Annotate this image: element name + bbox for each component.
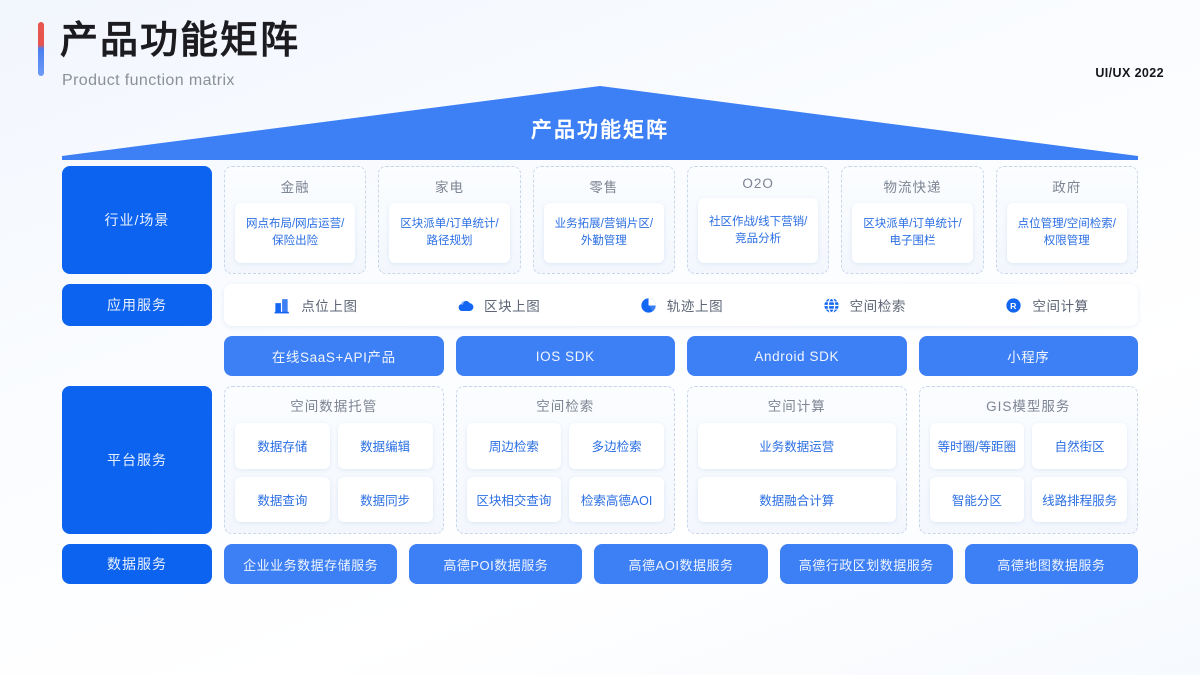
page-title: 产品功能矩阵 <box>60 20 301 62</box>
platform-cell[interactable]: 智能分区 <box>929 476 1025 522</box>
roof-banner-label: 产品功能矩阵 <box>531 119 669 142</box>
industry-card[interactable]: 零售 业务拓展/营销片区/外勤管理 <box>532 166 675 274</box>
sdk-button-ios[interactable]: IOS SDK <box>455 336 675 376</box>
industry-card-detail: 业务拓展/营销片区/外勤管理 <box>543 203 664 263</box>
building-icon <box>274 298 290 313</box>
industry-card-title: 家电 <box>434 180 464 195</box>
industry-card[interactable]: 家电 区块派单/订单统计/路径规划 <box>378 166 521 274</box>
platform-cell[interactable]: 数据同步 <box>337 476 433 522</box>
sidebar-item-platform[interactable]: 平台服务 <box>62 386 212 534</box>
industry-card-title: 金融 <box>280 180 310 195</box>
industry-card[interactable]: 物流快递 区块派单/订单统计/电子围栏 <box>841 166 984 274</box>
platform-group-cells: 周边检索 多边检索 区块相交查询 检索高德AOI <box>466 423 664 522</box>
industry-card-title: 零售 <box>589 180 619 195</box>
data-button-map[interactable]: 高德地图数据服务 <box>964 544 1139 584</box>
industry-card-title: O2O <box>742 176 774 191</box>
application-strip: 点位上图 区块上图 轨迹上图 <box>224 284 1138 326</box>
roof-banner: 产品功能矩阵 <box>62 86 1138 160</box>
application-item-label: 空间检索 <box>849 299 906 314</box>
sidebar-item-data[interactable]: 数据服务 <box>62 544 212 584</box>
platform-groups: 空间数据托管 数据存储 数据编辑 数据查询 数据同步 空间检索 周边检索 多边检… <box>224 386 1138 534</box>
platform-cell[interactable]: 区块相交查询 <box>466 476 562 522</box>
industry-card[interactable]: 金融 网点布局/网店运营/保险出险 <box>224 166 367 274</box>
industry-cards: 金融 网点布局/网店运营/保险出险 家电 区块派单/订单统计/路径规划 零售 业… <box>224 166 1138 274</box>
roof-triangle-shape <box>62 86 1138 160</box>
corner-tag: UI/UX 2022 <box>1095 66 1164 80</box>
sdk-band: 在线SaaS+API产品 IOS SDK Android SDK 小程序 <box>62 336 1138 376</box>
sdk-button-miniprogram[interactable]: 小程序 <box>918 336 1138 376</box>
application-strip-wrap: 点位上图 区块上图 轨迹上图 <box>224 284 1138 326</box>
title-accent-bar <box>38 22 44 76</box>
industry-card[interactable]: O2O 社区作战/线下营销/竞品分析 <box>686 166 830 274</box>
application-item-label: 点位上图 <box>301 299 358 314</box>
svg-text:R: R <box>1011 300 1018 310</box>
industry-card-detail: 区块派单/订单统计/路径规划 <box>389 203 510 263</box>
platform-group-spatial-compute[interactable]: 空间计算 业务数据运营 数据融合计算 <box>687 386 907 534</box>
globe-icon <box>823 297 839 313</box>
platform-group-cells: 数据存储 数据编辑 数据查询 数据同步 <box>235 423 433 522</box>
data-band: 数据服务 企业业务数据存储服务 高德POI数据服务 高德AOI数据服务 高德行政… <box>62 544 1139 584</box>
cloud-icon <box>458 300 474 311</box>
application-item-block-map[interactable]: 区块上图 <box>407 295 590 315</box>
platform-cell[interactable]: 业务数据运营 <box>698 423 896 469</box>
platform-cell[interactable]: 检索高德AOI <box>569 476 664 522</box>
circle-r-icon: R <box>1006 297 1021 313</box>
platform-cell[interactable]: 数据查询 <box>235 476 330 522</box>
sdk-button-saas-api[interactable]: 在线SaaS+API产品 <box>224 336 444 376</box>
industry-card-title: 政府 <box>1052 180 1082 195</box>
platform-group-title: 空间计算 <box>767 399 826 414</box>
sidebar-item-application[interactable]: 应用服务 <box>62 284 212 326</box>
sidebar-item-industry[interactable]: 行业/场景 <box>62 166 212 274</box>
pie-chart-icon <box>641 297 656 313</box>
industry-card-title: 物流快递 <box>883 180 942 195</box>
application-item-track-map[interactable]: 轨迹上图 <box>590 295 773 315</box>
platform-cell[interactable]: 线路排程服务 <box>1032 476 1127 522</box>
platform-group-data-hosting[interactable]: 空间数据托管 数据存储 数据编辑 数据查询 数据同步 <box>224 386 444 534</box>
platform-cell[interactable]: 数据编辑 <box>337 423 433 469</box>
application-item-label: 空间计算 <box>1032 299 1089 314</box>
platform-cell[interactable]: 数据融合计算 <box>698 476 896 522</box>
data-button-admin-region[interactable]: 高德行政区划数据服务 <box>779 544 953 584</box>
data-buttons: 企业业务数据存储服务 高德POI数据服务 高德AOI数据服务 高德行政区划数据服… <box>224 544 1139 584</box>
platform-group-title: 空间数据托管 <box>290 399 378 414</box>
platform-group-title: 空间检索 <box>536 399 595 414</box>
platform-cell[interactable]: 等时圈/等距圈 <box>929 423 1025 469</box>
platform-cell[interactable]: 数据存储 <box>235 423 330 469</box>
platform-cell[interactable]: 多边检索 <box>569 423 664 469</box>
platform-band: 平台服务 空间数据托管 数据存储 数据编辑 数据查询 数据同步 空间检索 周边检… <box>62 386 1138 534</box>
page-header: 产品功能矩阵 Product function matrix UI/UX 202… <box>0 0 1200 100</box>
application-item-point-map[interactable]: 点位上图 <box>224 295 407 315</box>
industry-band: 行业/场景 金融 网点布局/网店运营/保险出险 家电 区块派单/订单统计/路径规… <box>62 166 1138 274</box>
industry-card-detail: 点位管理/空间检索/权限管理 <box>1006 203 1127 263</box>
data-button-poi[interactable]: 高德POI数据服务 <box>409 544 583 584</box>
application-item-spatial-search[interactable]: 空间检索 <box>772 295 955 315</box>
sdk-button-android[interactable]: Android SDK <box>687 336 907 376</box>
sdk-buttons: 在线SaaS+API产品 IOS SDK Android SDK 小程序 <box>224 336 1138 376</box>
platform-group-cells: 业务数据运营 数据融合计算 <box>698 423 896 522</box>
platform-group-spatial-search[interactable]: 空间检索 周边检索 多边检索 区块相交查询 检索高德AOI <box>455 386 675 534</box>
platform-group-gis-model[interactable]: GIS模型服务 等时圈/等距圈 自然街区 智能分区 线路排程服务 <box>918 386 1138 534</box>
industry-card-detail: 社区作战/线下营销/竞品分析 <box>697 198 819 263</box>
industry-card-detail: 区块派单/订单统计/电子围栏 <box>852 203 973 263</box>
platform-cell[interactable]: 周边检索 <box>466 423 562 469</box>
page-subtitle: Product function matrix <box>62 72 235 89</box>
application-item-spatial-compute[interactable]: R 空间计算 <box>955 295 1138 315</box>
function-matrix: 行业/场景 金融 网点布局/网店运营/保险出险 家电 区块派单/订单统计/路径规… <box>62 166 1139 594</box>
industry-card[interactable]: 政府 点位管理/空间检索/权限管理 <box>995 166 1138 274</box>
application-item-label: 轨迹上图 <box>666 299 724 314</box>
industry-card-detail: 网点布局/网店运营/保险出险 <box>235 203 356 263</box>
platform-group-title: GIS模型服务 <box>986 399 1071 414</box>
application-item-label: 区块上图 <box>483 299 541 314</box>
application-band: 应用服务 点位上图 区块上图 <box>62 284 1138 326</box>
data-button-aoi[interactable]: 高德AOI数据服务 <box>594 544 768 584</box>
platform-group-cells: 等时圈/等距圈 自然街区 智能分区 线路排程服务 <box>929 423 1127 522</box>
platform-cell[interactable]: 自然街区 <box>1032 423 1127 469</box>
data-button-enterprise-storage[interactable]: 企业业务数据存储服务 <box>224 544 398 584</box>
